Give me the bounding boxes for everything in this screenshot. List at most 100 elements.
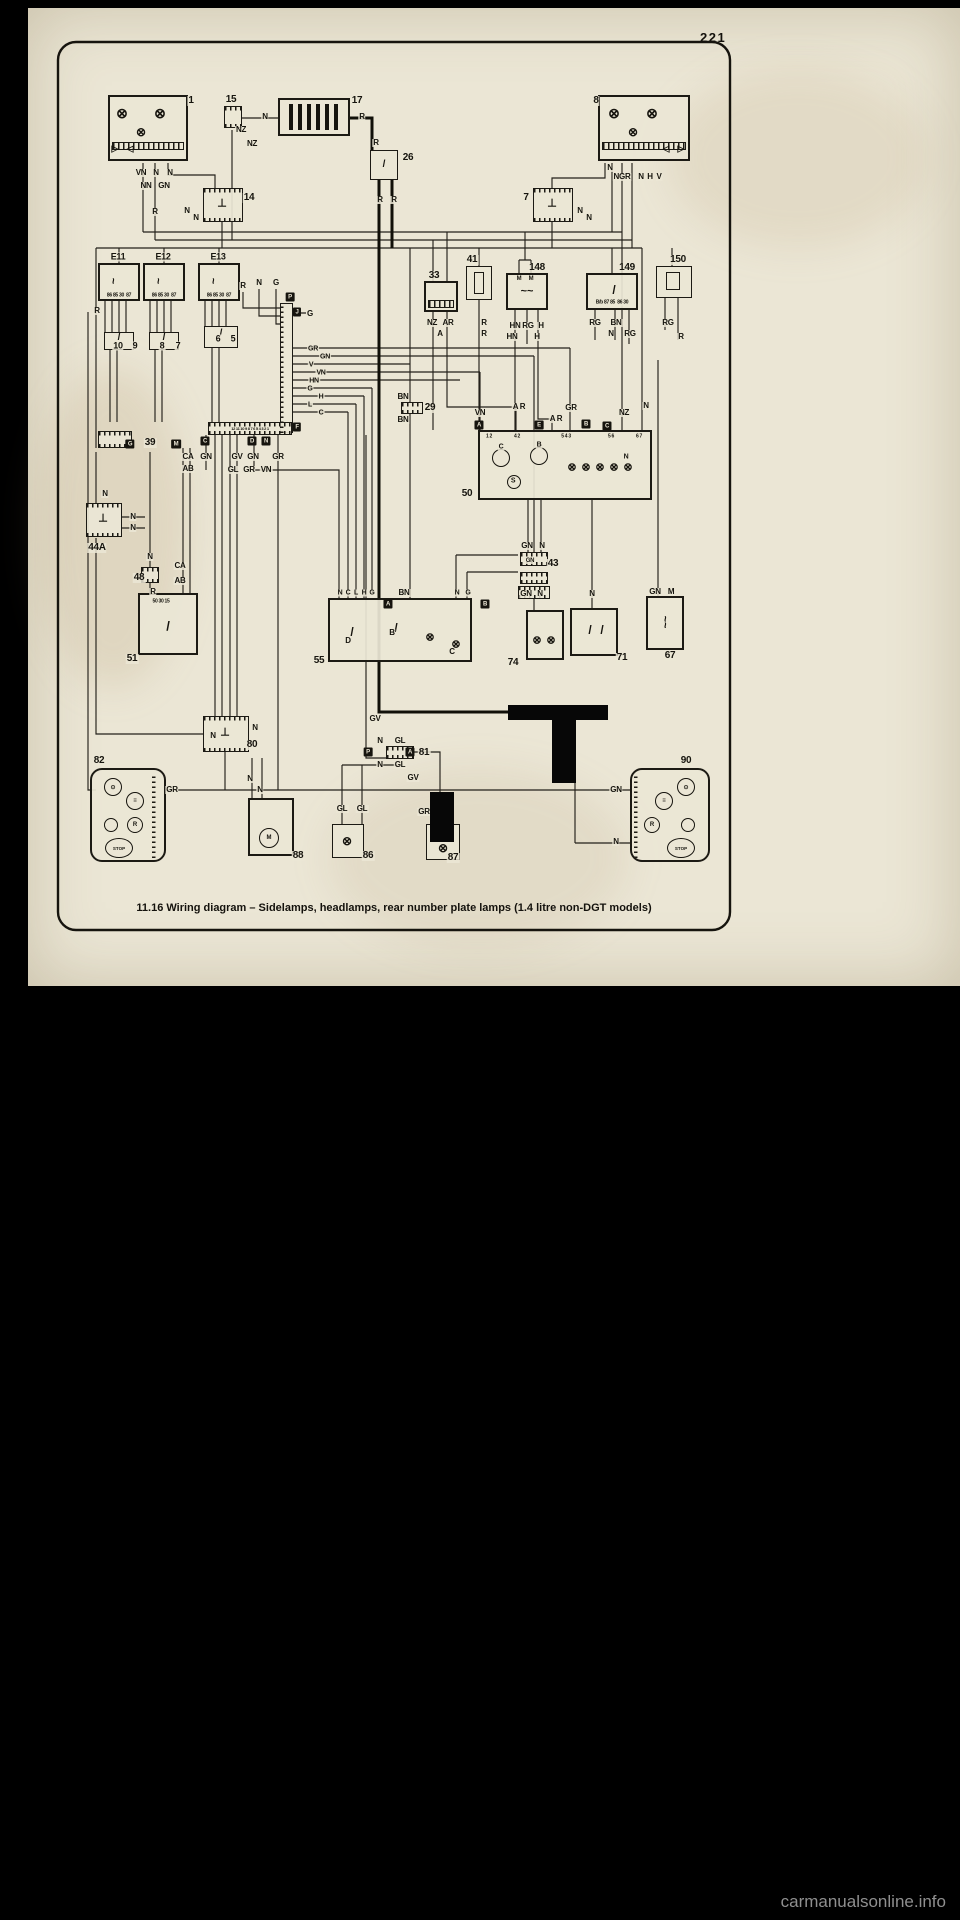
connector-33-pins bbox=[428, 300, 454, 308]
lamp-icon: ⊗ bbox=[546, 634, 556, 647]
lamp-icon: ⊗ bbox=[154, 105, 166, 121]
wire-label: GL bbox=[393, 736, 407, 745]
wire-label: N bbox=[251, 723, 259, 732]
reverse-lamp-circle: R bbox=[127, 817, 143, 833]
wire-label: N bbox=[209, 731, 217, 740]
wire-label: N bbox=[146, 552, 154, 561]
wire-label: GL bbox=[226, 465, 240, 474]
connector-code: N bbox=[261, 436, 271, 446]
wire-label: H bbox=[533, 332, 541, 341]
connector-code: E bbox=[534, 420, 544, 430]
wire-label: A bbox=[436, 329, 444, 338]
wire-label: GR bbox=[417, 807, 431, 816]
lamp-icon: ⊗ bbox=[135, 125, 147, 139]
wire-label: N bbox=[246, 774, 254, 783]
lamp-icon: ⊗ bbox=[437, 841, 449, 855]
wire-label: N bbox=[376, 736, 384, 745]
wire-label: N bbox=[152, 168, 160, 177]
connector-code: A bbox=[405, 747, 415, 757]
ground-icon: ⊥ bbox=[547, 197, 557, 210]
wire-label: R bbox=[93, 306, 101, 315]
switch-icon: / bbox=[588, 623, 592, 637]
wire-label: M bbox=[515, 276, 523, 282]
component-number: 86 bbox=[361, 850, 375, 861]
wire-label: C bbox=[497, 443, 505, 451]
component-number: 10 bbox=[112, 340, 124, 351]
component-number: 7 bbox=[522, 192, 530, 203]
component-number: E12 bbox=[154, 251, 172, 262]
wire-label: G bbox=[306, 309, 314, 318]
component-number: 29 bbox=[423, 402, 437, 413]
diagram-frame bbox=[56, 40, 732, 932]
component-number: 17 bbox=[350, 95, 364, 106]
wire-label: GV bbox=[368, 714, 382, 723]
wire-label: NZ bbox=[234, 125, 248, 134]
component-number: 67 bbox=[663, 650, 677, 661]
wire-label: GV bbox=[406, 773, 420, 782]
wire-label: N bbox=[101, 489, 109, 498]
watermark-text: carmanualsonline.info bbox=[780, 1892, 946, 1911]
wire-label: 6 7 bbox=[634, 433, 644, 440]
wire-label: B bbox=[388, 628, 396, 637]
wire-label: M bbox=[527, 276, 535, 282]
lamp-icon: ⊗ bbox=[567, 461, 577, 474]
connector-code: C bbox=[200, 436, 210, 446]
wire-label: R bbox=[358, 112, 366, 121]
wire-label: A R bbox=[511, 402, 527, 411]
fuse-41-element bbox=[474, 272, 484, 294]
wire-label: GR bbox=[564, 403, 578, 412]
wire-label: GN bbox=[520, 541, 534, 550]
wire-label: N bbox=[129, 512, 137, 521]
wire-label: GR bbox=[307, 345, 319, 353]
lamp-icon: ⊗ bbox=[623, 461, 633, 474]
wire-label: GL bbox=[393, 760, 407, 769]
indicator-arrow-icon: ▷ bbox=[111, 143, 119, 154]
component-number: 26 bbox=[401, 152, 415, 163]
wire-label: N bbox=[588, 589, 596, 598]
wire-label: A R bbox=[548, 414, 564, 423]
wire-label: 12 11 10 9 8 7 6 5 4 3 2 1 bbox=[230, 426, 270, 431]
connector-29 bbox=[401, 402, 423, 414]
page-number: 221 bbox=[700, 30, 727, 45]
instrument-cluster-50 bbox=[478, 430, 652, 500]
ground-icon: ⊥ bbox=[217, 197, 227, 210]
wire-label: H bbox=[360, 589, 368, 597]
wire-label: N bbox=[612, 837, 620, 846]
component-number: 87 bbox=[446, 852, 460, 863]
connector-column bbox=[280, 303, 293, 433]
wire-label: GN bbox=[648, 587, 662, 596]
wire-label: HN bbox=[508, 321, 522, 330]
wire-label: NZ bbox=[245, 139, 259, 148]
resistor-unit-148 bbox=[506, 273, 548, 310]
component-number: 6 bbox=[214, 333, 222, 344]
component-number: 50 bbox=[460, 488, 474, 499]
wire-label: NZ bbox=[617, 408, 631, 417]
lamp-icon: ⊗ bbox=[646, 105, 658, 121]
connector-43 bbox=[520, 572, 548, 584]
ground-icon: ⊥ bbox=[98, 512, 108, 525]
component-number: 90 bbox=[679, 755, 693, 766]
wire-label: L bbox=[307, 401, 313, 409]
lamp-icon: ⊗ bbox=[341, 834, 353, 848]
indicator-arrow-icon: ◁ bbox=[662, 143, 670, 154]
component-number: 8 bbox=[158, 340, 166, 351]
wire-label: GN bbox=[519, 589, 533, 598]
wire-label: BN bbox=[396, 392, 410, 401]
terminal-strip bbox=[112, 142, 184, 150]
gauge-circle bbox=[530, 447, 548, 465]
wire-label: N bbox=[261, 112, 269, 121]
component-number: 33 bbox=[427, 270, 441, 281]
earth-connector-44a bbox=[86, 503, 122, 537]
wire-label: N bbox=[255, 278, 263, 287]
wire-label: RG bbox=[623, 329, 637, 338]
wire-label: GR bbox=[242, 465, 256, 474]
connector-code: M bbox=[171, 439, 181, 449]
lamp-circle: ⊙ bbox=[104, 778, 122, 796]
lamp-icon: ⊗ bbox=[581, 461, 591, 474]
earth-connector-14 bbox=[203, 188, 243, 222]
wire-label: B/b 87 85 86 30 bbox=[594, 299, 630, 306]
ink-blot bbox=[430, 792, 454, 842]
component-number: 43 bbox=[546, 558, 560, 569]
number-plate-lamp-86 bbox=[332, 824, 364, 858]
connector-code: J bbox=[292, 307, 302, 317]
